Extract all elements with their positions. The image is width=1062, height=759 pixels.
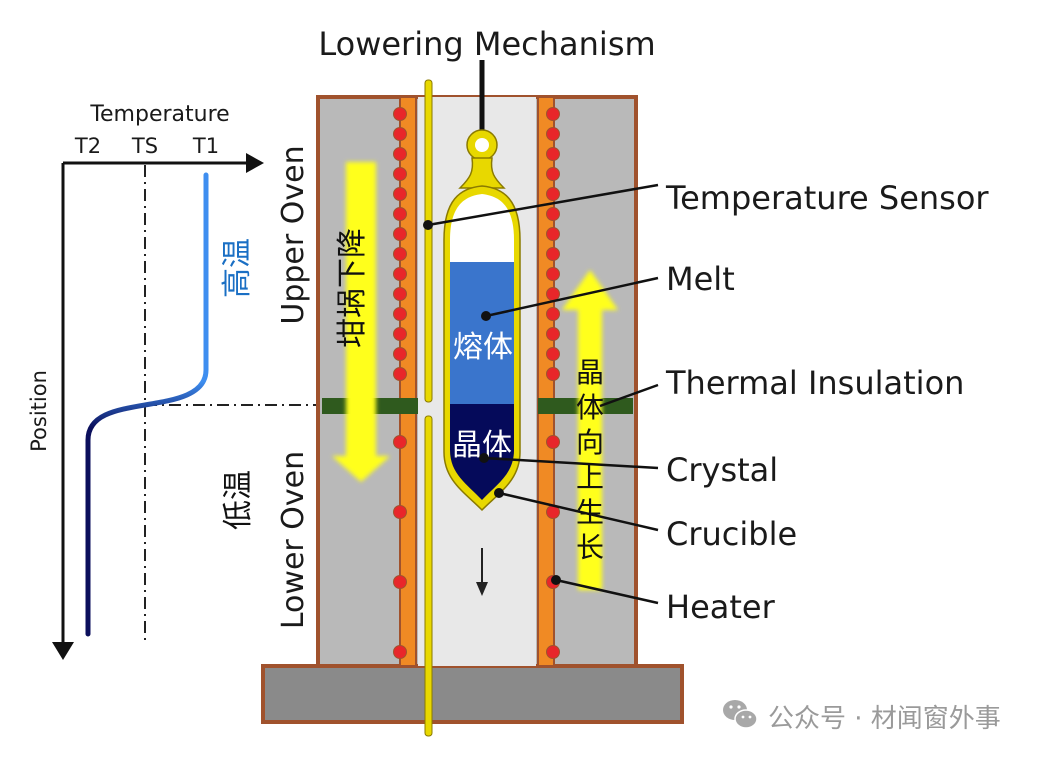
heater-coil bbox=[393, 267, 407, 281]
low-temp-label: 低温 bbox=[221, 470, 256, 530]
heater-coil bbox=[546, 307, 560, 321]
heater-coil bbox=[546, 435, 560, 449]
heater-coil bbox=[393, 127, 407, 141]
crucible-hook-hole bbox=[475, 138, 489, 152]
crucible-void bbox=[450, 194, 514, 262]
heater-coil bbox=[393, 327, 407, 341]
heater-coil bbox=[546, 327, 560, 341]
heater-coil bbox=[393, 107, 407, 121]
callout-melt: Melt bbox=[666, 260, 735, 298]
melt-label: 熔体 bbox=[453, 330, 513, 365]
callout-crystal: Crystal bbox=[666, 451, 778, 489]
x-tick-t2: T2 bbox=[74, 134, 101, 158]
heater-coil bbox=[546, 247, 560, 261]
heater-coil bbox=[546, 107, 560, 121]
heater-coil bbox=[546, 207, 560, 221]
y-axis-label: Position bbox=[27, 370, 51, 452]
callout-crucible: Crucible bbox=[666, 515, 797, 553]
y-axis-arrowhead bbox=[52, 642, 74, 660]
heater-coil bbox=[546, 167, 560, 181]
leader-heater bbox=[555, 578, 659, 605]
watermark: 公众号 · 材闻窗外事 bbox=[723, 700, 1001, 734]
lowering-direction-arrowhead bbox=[476, 582, 488, 596]
callouts: Temperature Sensor Melt Thermal Insulati… bbox=[423, 179, 989, 626]
heater-coil bbox=[393, 347, 407, 361]
crucible-neck bbox=[458, 157, 506, 189]
melt-region bbox=[450, 262, 514, 404]
leader-dot-melt bbox=[481, 311, 491, 321]
leader-dot-crystal bbox=[479, 453, 489, 463]
heater-coil bbox=[546, 227, 560, 241]
heater-coil bbox=[393, 207, 407, 221]
callout-temperature-sensor: Temperature Sensor bbox=[665, 179, 989, 217]
leader-thermal-insulation bbox=[599, 383, 659, 408]
down-arrow-shape bbox=[332, 162, 390, 482]
leader-temperature-sensor bbox=[427, 183, 659, 227]
heater-coil bbox=[393, 307, 407, 321]
crystal-region bbox=[450, 404, 514, 500]
temperature-curve bbox=[85, 172, 209, 637]
high-temp-label: 高温 bbox=[220, 238, 255, 298]
heater-coil bbox=[546, 367, 560, 381]
heater-coil bbox=[393, 287, 407, 301]
heater-coils bbox=[393, 107, 560, 659]
crucible-descent-label: 坩埚下降 bbox=[335, 228, 370, 348]
x-axis-label: Temperature bbox=[89, 102, 229, 127]
heater-coil bbox=[393, 505, 407, 519]
heater-coil bbox=[546, 287, 560, 301]
leader-dot-temperature-sensor bbox=[423, 220, 433, 230]
crystal-growth-char: 向 bbox=[576, 426, 604, 459]
temperature-sensor-rod-upper bbox=[424, 79, 433, 403]
heater-coil bbox=[393, 367, 407, 381]
leader-dot-crucible bbox=[494, 488, 504, 498]
crystal-growth-char: 上 bbox=[576, 461, 604, 494]
base-plate bbox=[261, 664, 684, 724]
heater-coil bbox=[546, 645, 560, 659]
crystal-growth-char: 长 bbox=[576, 531, 604, 564]
leader-crystal bbox=[483, 456, 659, 470]
x-tick-ts: TS bbox=[131, 134, 158, 158]
heater-coil bbox=[393, 645, 407, 659]
leader-crucible bbox=[498, 491, 659, 532]
heater-coil bbox=[546, 147, 560, 161]
crucible-assembly: 熔体 晶体 bbox=[443, 129, 521, 512]
lowering-mechanism-label: Lowering Mechanism bbox=[318, 25, 655, 63]
watermark-text: 公众号 · 材闻窗外事 bbox=[768, 704, 1001, 734]
leader-melt bbox=[485, 276, 659, 318]
x-axis-arrowhead bbox=[246, 153, 264, 173]
crucible-descent-arrow: 坩埚下降 bbox=[332, 162, 390, 482]
heater-coil bbox=[546, 347, 560, 361]
crystal-growth-char: 体 bbox=[576, 391, 604, 424]
heater-coil bbox=[393, 187, 407, 201]
x-tick-t1: T1 bbox=[192, 134, 219, 158]
wechat-icon bbox=[723, 700, 758, 729]
temperature-graph: Temperature T2 TS T1 Position 高温 低温 bbox=[27, 102, 320, 660]
crystal-growth-char: 晶 bbox=[576, 356, 604, 389]
temperature-sensor-rod-lower bbox=[424, 415, 433, 737]
lower-oven-label: Lower Oven bbox=[276, 451, 311, 629]
heater-coil bbox=[393, 167, 407, 181]
upper-oven-label: Upper Oven bbox=[276, 145, 311, 324]
callout-thermal-insulation: Thermal Insulation bbox=[665, 364, 964, 402]
heater-coil bbox=[393, 227, 407, 241]
heater-coil bbox=[546, 127, 560, 141]
heater-coil bbox=[393, 247, 407, 261]
heater-coil bbox=[393, 147, 407, 161]
leader-dot-heater bbox=[551, 575, 561, 585]
heater-coil bbox=[393, 575, 407, 589]
heater-coil bbox=[393, 435, 407, 449]
heater-coil bbox=[546, 187, 560, 201]
callout-heater: Heater bbox=[666, 588, 776, 626]
heater-coil bbox=[546, 267, 560, 281]
up-arrow-shape bbox=[562, 270, 618, 590]
